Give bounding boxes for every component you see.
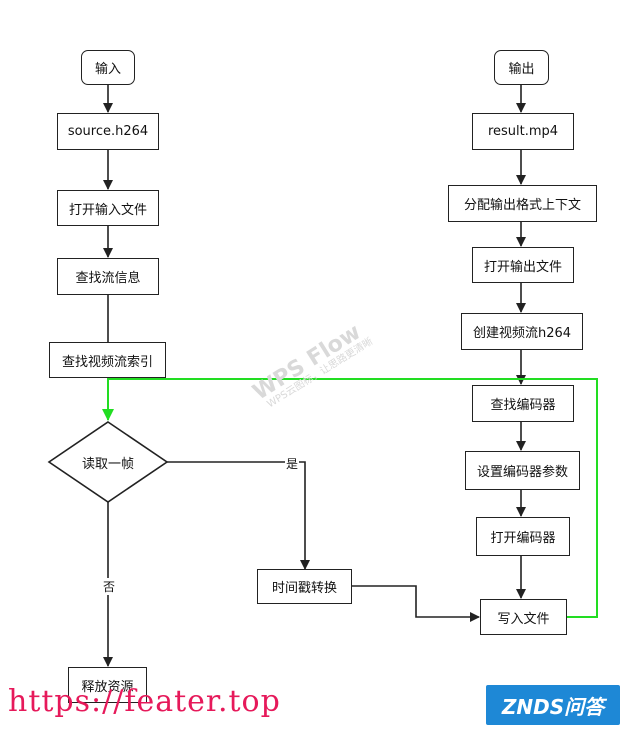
release-node[interactable]: 释放资源	[68, 667, 147, 703]
open-output-node[interactable]: 打开输出文件	[472, 247, 574, 283]
arrow-timestamp-to-write	[352, 585, 480, 622]
open-encoder-node[interactable]: 打开编码器	[476, 517, 570, 556]
set-params-node[interactable]: 设置编码器参数	[465, 451, 580, 490]
output-node[interactable]: 输出	[494, 50, 549, 85]
edge-label-no: 否	[102, 578, 117, 595]
read-frame-diamond	[47, 421, 169, 503]
site-url-text[interactable]: https://feater.top	[8, 684, 281, 719]
arrow-yes-to-timestamp	[167, 461, 310, 570]
result-file-node[interactable]: result.mp4	[472, 113, 574, 150]
create-stream-node[interactable]: 创建视频流h264	[461, 313, 583, 350]
find-stream-index-node[interactable]: 查找视频流索引	[49, 342, 166, 378]
timestamp-node[interactable]: 时间戳转换	[257, 569, 352, 604]
read-frame-label[interactable]: 读取一帧	[81, 456, 134, 472]
alloc-ctx-node[interactable]: 分配输出格式上下文	[448, 185, 597, 222]
find-encoder-node[interactable]: 查找编码器	[472, 385, 574, 422]
write-file-node[interactable]: 写入文件	[480, 599, 567, 635]
input-node[interactable]: 输入	[81, 50, 135, 85]
loop-line-write-to-read	[102, 378, 598, 618]
source-file-node[interactable]: source.h264	[57, 113, 159, 150]
find-stream-info-node[interactable]: 查找流信息	[57, 258, 159, 295]
edge-label-yes: 是	[285, 455, 300, 472]
znds-logo: ZNDS问答	[486, 685, 620, 725]
open-input-node[interactable]: 打开输入文件	[57, 190, 159, 226]
